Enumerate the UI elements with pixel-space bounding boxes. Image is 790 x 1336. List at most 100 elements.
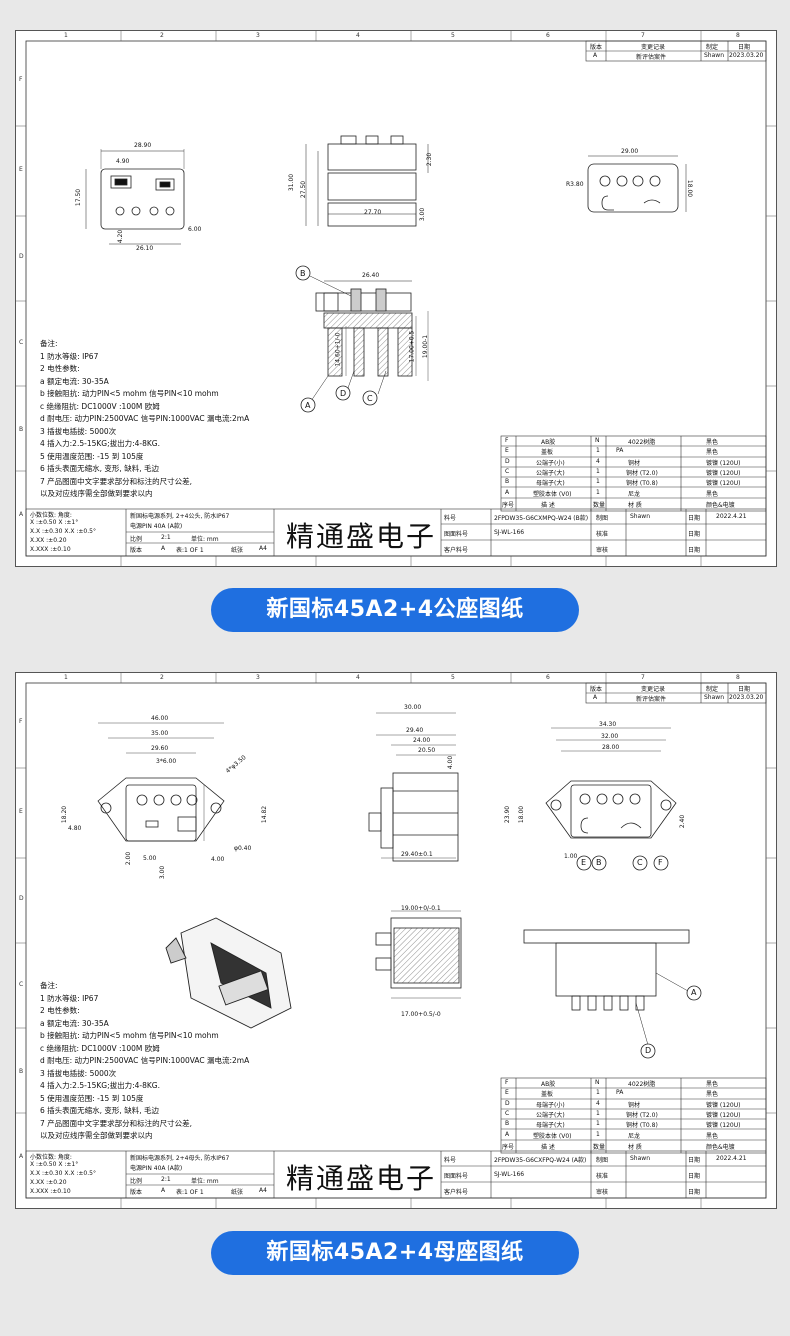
dim-label: 24.00 <box>413 737 431 744</box>
dim-label: 18.00 <box>518 805 526 824</box>
bom-cell: B <box>505 478 510 485</box>
date-label: 日期 <box>688 1157 701 1164</box>
dim-label: 2.40 <box>679 814 687 829</box>
tolerance-line: X.XXX :±0.10 <box>30 546 71 553</box>
part-number: 2FPDW35-G6CXFPQ-W24 (A款) <box>494 1157 587 1164</box>
drafter-name: Shawn <box>630 1155 650 1162</box>
sheet-count: 表:1 OF 1 <box>176 1189 204 1196</box>
dim-label: 4.00 <box>211 856 225 863</box>
part-description: 新国标电源系列, 2+4母头, 防水IP67 <box>130 1155 230 1162</box>
dim-label: 14.82 <box>261 805 269 824</box>
note-line: 7 产品图面中文字要求部分和标注的尺寸公差, <box>40 1118 193 1128</box>
note-line: d 耐电压: 动力PIN:2500VAC 信号PIN:1000VAC 漏电流:2… <box>40 1056 250 1065</box>
bom-cell: AB胶 <box>541 1081 556 1088</box>
isometric-view-female <box>165 917 292 1029</box>
bom-cell: 镀镍 (120U) <box>706 480 741 487</box>
callout-a: A <box>691 988 697 997</box>
dim-label: 17.50 <box>75 188 83 207</box>
part-description-2: 电源PIN 40A (A款) <box>130 523 183 530</box>
date-value: 2022.4.21 <box>716 1155 747 1162</box>
bom-cell: E <box>505 447 509 454</box>
bom-cell: 4 <box>596 458 600 465</box>
dim-label: 29.00 <box>621 148 639 155</box>
dim-label: 4.90 <box>116 158 130 165</box>
version-label: 版本 <box>130 1189 143 1196</box>
bom-cell: 铜材 (T2.0) <box>626 470 658 477</box>
tolerance-line: X.XX :±0.20 <box>30 537 67 544</box>
bom-cell: 4022树脂 <box>628 1081 656 1088</box>
grid-row-d: D <box>19 895 24 902</box>
grid-col-5: 5 <box>451 32 455 39</box>
dim-label: R3.80 <box>566 181 584 188</box>
bottom-view-female <box>523 855 702 1059</box>
grid-row-c: C <box>19 339 24 346</box>
note-line: 备注: <box>40 339 58 348</box>
grid-col-3: 3 <box>256 674 260 681</box>
bom-cell: 1 <box>596 1131 600 1138</box>
check-label: 核准 <box>596 1173 609 1180</box>
note-line: 6 插头表面无缩水, 变形, 缺料, 毛边 <box>40 464 159 473</box>
rev-header-date: 日期 <box>738 44 751 51</box>
side-view-male <box>305 135 429 227</box>
rear-view-female <box>545 727 677 839</box>
rev-header-version: 版本 <box>590 44 603 51</box>
note-line: 4 插入力:2.5-15KG;拔出力:4-8KG. <box>40 439 161 448</box>
brand-name: 精通盛电子 <box>286 1162 437 1195</box>
bom-cell: 1 <box>596 447 600 454</box>
customer-label: 客户料号 <box>444 1189 469 1196</box>
tolerance-line: X :±0.50 X :±1° <box>30 519 79 526</box>
dim-label: 29.40±0.1 <box>401 851 433 858</box>
bom-cell: N <box>595 437 600 444</box>
bom-cell: 母端子(大) <box>536 480 565 487</box>
bom-cell: 1 <box>596 478 600 485</box>
note-line: 3 插拔电插拔: 5000次 <box>40 426 117 436</box>
bom-cell: 公端子(小) <box>536 460 565 467</box>
rev-header-change: 变更记录 <box>641 686 666 693</box>
note-line: 2 电性参数: <box>40 364 80 373</box>
note-line: b 接触阻抗: 动力PIN<5 mohm 信号PIN<10 mohm <box>40 1031 219 1040</box>
section-view-female <box>375 910 462 999</box>
grid-col-1: 1 <box>64 32 68 39</box>
bom-cell: 母端子(小) <box>536 1102 565 1109</box>
grid-row-d: D <box>19 253 24 260</box>
dim-label: 26.40 <box>362 272 380 279</box>
dim-label: 6.00 <box>188 226 202 233</box>
bom-cell: D <box>505 458 510 465</box>
bom-cell: 公端子(大) <box>536 1112 565 1119</box>
drawing-number: SJ-WL-166 <box>494 529 525 536</box>
rear-view-male <box>587 155 687 213</box>
front-view-male <box>85 149 185 245</box>
drawing-sheet-male: 1 2 3 4 5 6 7 8 F E D C B A 版本 变更记录 制定 日… <box>15 30 777 567</box>
bom-cell: 镀镍 (120U) <box>706 470 741 477</box>
tolerance-title: 小数位数: 角度: <box>30 1154 72 1161</box>
bom-cell: AB胶 <box>541 439 556 446</box>
bom-cell: F <box>505 437 509 444</box>
rev-version: A <box>593 52 598 59</box>
grid-row-a: A <box>19 1153 24 1160</box>
grid-row-b: B <box>19 1068 24 1075</box>
review-label: 审核 <box>596 547 609 554</box>
dim-label: 32.00 <box>601 733 619 740</box>
rev-header-maker: 制定 <box>706 686 719 693</box>
bom-cell: 黑色 <box>706 1091 719 1098</box>
dim-label: 4.00 <box>447 755 455 770</box>
tolerance-line: X.XX :±0.20 <box>30 1179 67 1186</box>
dim-label: 4.80 <box>68 825 82 832</box>
note-line: c 绝缘阻抗: DC1000V :100M 欧姆 <box>40 401 160 411</box>
rev-change: 新评估案件 <box>636 696 667 703</box>
bom-cell: 1 <box>596 1089 600 1096</box>
note-line: b 接触阻抗: 动力PIN<5 mohm 信号PIN<10 mohm <box>40 389 219 398</box>
dim-label: 19.00+0/-0.1 <box>401 905 441 912</box>
tolerance-line: X.XXX :±0.10 <box>30 1188 71 1195</box>
rev-date: 2023.03.20 <box>729 694 764 701</box>
note-line: a 额定电流: 30-35A <box>40 376 109 386</box>
bom-cell: 镀镍 (120U) <box>706 1112 741 1119</box>
grid-col-7: 7 <box>641 32 645 39</box>
date-label: 日期 <box>688 531 701 538</box>
dim-label: 29.60 <box>151 745 169 752</box>
brand-name: 精通盛电子 <box>286 520 437 553</box>
note-line: 备注: <box>40 981 58 990</box>
grid-row-f: F <box>19 76 23 83</box>
bom-cell: PA <box>616 447 624 454</box>
grid-col-6: 6 <box>546 32 550 39</box>
